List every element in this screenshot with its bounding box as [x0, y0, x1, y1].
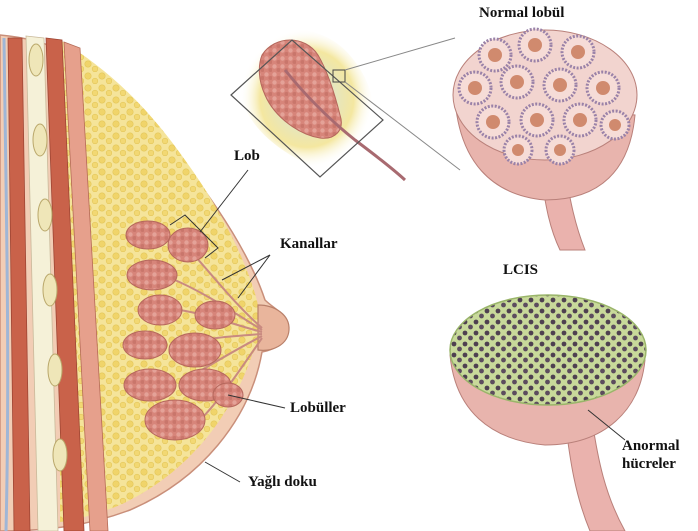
- label-yagli-doku: Yağlı doku: [248, 474, 317, 491]
- lobule-3: [127, 260, 177, 290]
- label-normal-lobule: Normal lobül: [479, 5, 564, 22]
- rib-1: [29, 44, 43, 76]
- normal-lobule-illustration: [453, 29, 637, 250]
- zoom-line-top: [345, 38, 455, 70]
- label-lob: Lob: [234, 148, 260, 165]
- lumen-13: [554, 144, 566, 156]
- lumen-2: [528, 38, 542, 52]
- label-anormal: Anormal: [622, 438, 680, 455]
- rib-4: [43, 274, 57, 306]
- lumen-9: [530, 113, 544, 127]
- rib-6: [53, 439, 67, 471]
- lcis-lobule-illustration: [450, 295, 646, 531]
- yagli-doku-leader: [205, 462, 240, 482]
- lobule-5: [195, 301, 235, 329]
- label-kanallar: Kanallar: [280, 236, 338, 253]
- lumen-12: [512, 144, 524, 156]
- lumen-7: [596, 81, 610, 95]
- rib-3: [38, 199, 52, 231]
- label-lobuller: Lobüller: [290, 400, 346, 417]
- lobule-10: [145, 400, 205, 440]
- label-lcis: LCIS: [503, 262, 538, 279]
- lobule-4: [138, 295, 182, 325]
- lobule-1: [126, 221, 170, 249]
- lumen-5: [510, 75, 524, 89]
- lumen-6: [553, 78, 567, 92]
- lcis-top-surface: [450, 295, 646, 405]
- lumen-3: [571, 45, 585, 59]
- lumen-10: [573, 113, 587, 127]
- label-hucreler: hücreler: [622, 456, 676, 473]
- lumen-8: [486, 115, 500, 129]
- nipple: [258, 305, 289, 350]
- lumen-11: [609, 119, 621, 131]
- rib-5: [48, 354, 62, 386]
- lobule-2: [168, 228, 208, 262]
- lumen-4: [468, 81, 482, 95]
- lobule-7: [169, 333, 221, 367]
- lumen-1: [488, 48, 502, 62]
- lobule-8: [124, 369, 176, 401]
- lobule-6: [123, 331, 167, 359]
- rib-2: [33, 124, 47, 156]
